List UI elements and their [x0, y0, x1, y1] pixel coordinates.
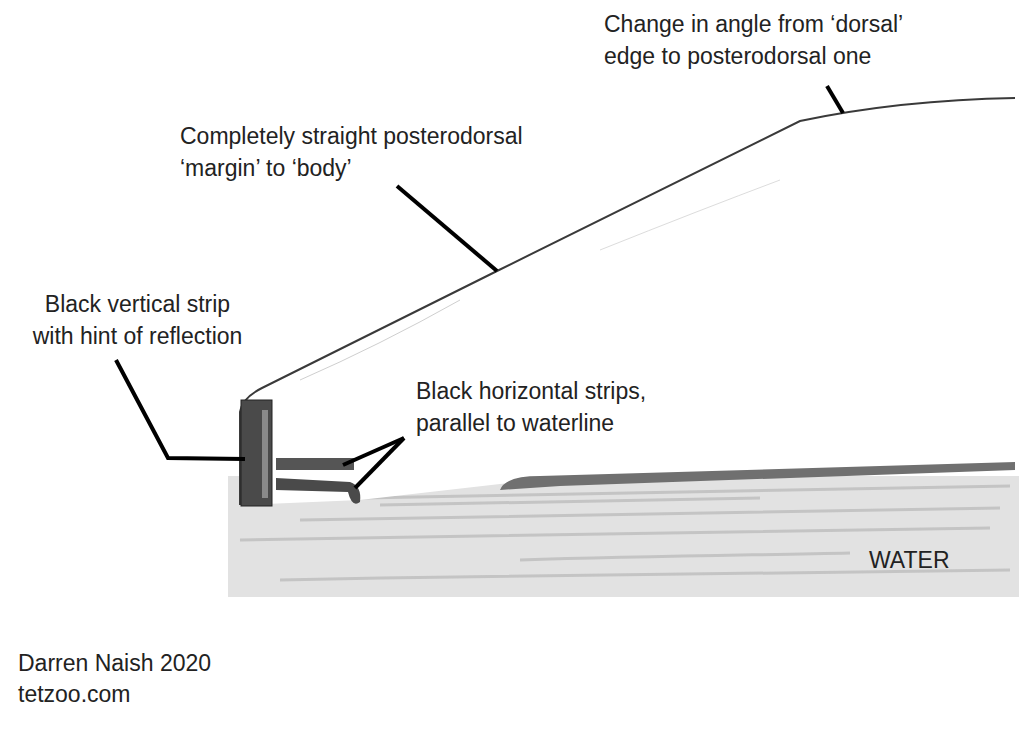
body-fill [240, 98, 1019, 505]
leader-line [827, 86, 843, 113]
callout-label: Change in angle from ‘dorsal’ edge to po… [604, 8, 934, 72]
callout-label: Completely straight posterodorsal ‘margi… [180, 120, 565, 184]
horizontal-strip [276, 458, 354, 470]
horizontal-strip [276, 478, 360, 504]
leader-line [355, 438, 404, 488]
callout-label: Black vertical strip with hint of reflec… [25, 288, 250, 352]
leader-line [343, 438, 404, 465]
strip-reflection [262, 410, 268, 498]
body-shading [600, 180, 780, 250]
waterline-strip [500, 462, 1015, 490]
callout-label: tetzoo.com [18, 678, 278, 710]
callout-label: Darren Naish 2020 [18, 647, 278, 679]
callout-label: Black horizontal strips, parallel to wat… [416, 375, 666, 439]
body-outline [240, 98, 1015, 505]
vertical-strip [241, 400, 272, 506]
leader-line [397, 186, 497, 271]
leader-lines [116, 86, 843, 488]
body-shading [300, 300, 460, 380]
callout-label: WATER [869, 544, 989, 576]
leader-line [116, 360, 245, 459]
